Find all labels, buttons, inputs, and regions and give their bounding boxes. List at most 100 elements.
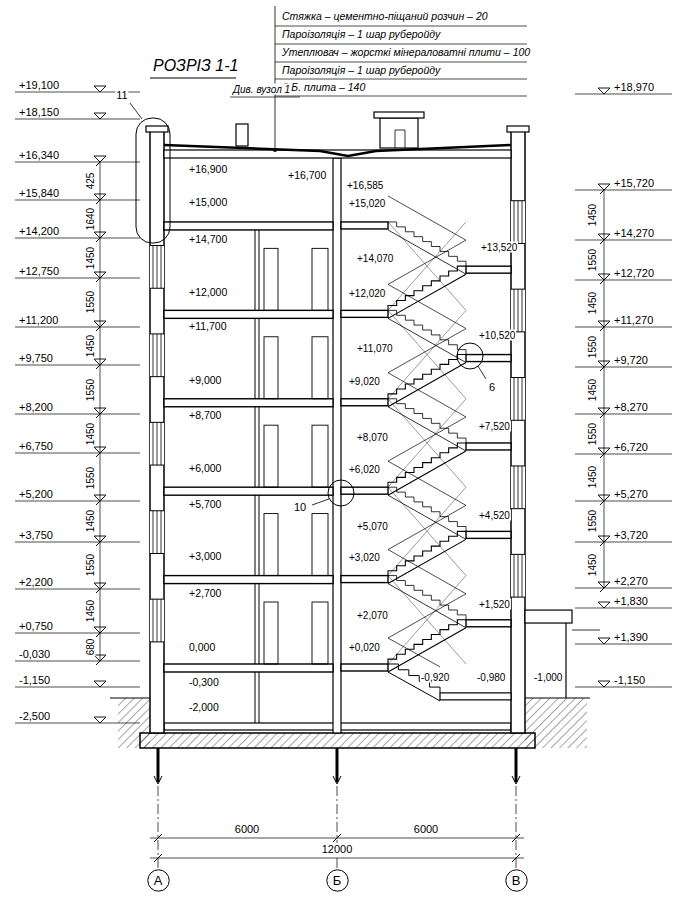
- title-underline: [150, 78, 236, 79]
- elevation-triangle: [94, 113, 106, 119]
- elevation-mark: +9,720: [613, 354, 649, 366]
- pile-tip: [333, 776, 341, 784]
- elevation-mark: +15,720: [613, 177, 655, 189]
- ground-line: [525, 697, 590, 698]
- elevation-mark: +5,270: [613, 488, 649, 500]
- window-opening: [150, 422, 164, 465]
- dimension-value: 6000: [413, 823, 439, 835]
- pile-tip: [154, 776, 162, 784]
- elevation-mark: +19,100: [18, 79, 60, 91]
- dimension-value: 1550: [587, 335, 598, 359]
- reference-note: Див. вузол 1: [232, 84, 291, 95]
- roof-exit-cap: [374, 112, 424, 118]
- stair-cross-line: [388, 487, 466, 575]
- table-rule: [275, 44, 527, 45]
- axis-line: [158, 786, 159, 869]
- leader-line: [312, 499, 329, 505]
- elevation-line: [15, 589, 140, 590]
- stair-soffit: [388, 230, 466, 274]
- floor-level-mark: +5,700: [188, 499, 222, 511]
- elevation-line: [15, 238, 140, 239]
- stair-railing: [388, 594, 466, 638]
- elevation-line: [575, 327, 672, 328]
- elevation-line: [15, 162, 140, 163]
- wall-axis-b: [333, 158, 341, 733]
- dimension-value: 1450: [587, 291, 598, 315]
- stair-railing: [388, 284, 466, 328]
- window-frame: [161, 334, 162, 377]
- partition: [259, 672, 260, 723]
- elevation-line: [15, 119, 140, 120]
- elevation-triangle: [598, 602, 610, 608]
- elevation-line: [15, 278, 140, 279]
- partition: [255, 407, 256, 487]
- window-frame: [161, 599, 162, 642]
- dimension-tick: [600, 186, 608, 194]
- layers-leader: [275, 6, 276, 150]
- mid-landing: [466, 620, 511, 627]
- leader-line: [130, 103, 142, 119]
- floor-level-mark: 0,000: [188, 642, 216, 654]
- stair-soffit: [388, 363, 466, 407]
- note-underline: [230, 97, 300, 98]
- floor-landing: [341, 399, 388, 406]
- pile: [515, 748, 518, 782]
- window-frame: [514, 466, 515, 509]
- ground-line: [110, 697, 150, 698]
- table-rule: [275, 79, 527, 80]
- stair-steps: [388, 620, 466, 664]
- window-frame: [522, 201, 523, 244]
- window-frame: [518, 289, 519, 332]
- dimension-tick: [96, 585, 104, 593]
- window-frame: [157, 511, 158, 554]
- elevation-line: [575, 367, 672, 368]
- elevation-line: [15, 661, 140, 662]
- callout-number: 6: [488, 381, 496, 393]
- floor-level-mark: -2,000: [188, 702, 220, 714]
- door: [264, 425, 278, 487]
- stair-level-mark: +6,020: [348, 464, 381, 475]
- dimension-value: 1450: [85, 246, 96, 270]
- dimension-tick: [154, 854, 162, 862]
- floor-slab: [164, 487, 333, 495]
- window-frame: [153, 511, 154, 554]
- axis-line: [516, 786, 517, 869]
- dimension-tick: [96, 361, 104, 369]
- window-frame: [157, 334, 158, 377]
- stair-level-mark: -0,980: [476, 672, 506, 683]
- dimension-tick: [96, 497, 104, 505]
- stair-cross-line: [388, 222, 466, 310]
- elevation-triangle: [94, 86, 106, 92]
- elevation-line: [575, 94, 672, 95]
- callout-number: 11: [115, 89, 128, 101]
- elevation-mark: +5,200: [18, 488, 54, 500]
- stair-cross-line: [388, 222, 466, 310]
- leader-line: [478, 366, 486, 379]
- dimension-tick: [96, 538, 104, 546]
- elevation-mark: +16,340: [18, 149, 60, 161]
- window-frame: [518, 466, 519, 509]
- dimension-value: 1550: [85, 378, 96, 402]
- partition: [259, 318, 260, 398]
- floor-slab: [164, 576, 333, 584]
- stair-cross-line: [388, 399, 466, 487]
- elevation-triangle: [94, 156, 106, 162]
- dimension-value: 1450: [587, 203, 598, 227]
- elevation-mark: +8,270: [613, 401, 649, 413]
- axis-marker: А: [147, 869, 170, 892]
- elevation-mark: -2,500: [18, 710, 51, 722]
- axis-circle: [147, 869, 168, 890]
- stair-level-mark: +8,070: [356, 432, 389, 443]
- roof-level-mark: +16,700: [287, 170, 327, 182]
- dimension-tick: [96, 234, 104, 242]
- door: [312, 248, 328, 310]
- partition: [259, 230, 260, 310]
- partition: [255, 318, 256, 398]
- elevation-mark: -0,030: [18, 648, 51, 660]
- dimension-value: 1450: [587, 553, 598, 577]
- layer-note: Пароізоляція – 1 шар руберойду: [281, 29, 441, 41]
- partition: [255, 495, 256, 575]
- parapet-coping: [146, 126, 168, 132]
